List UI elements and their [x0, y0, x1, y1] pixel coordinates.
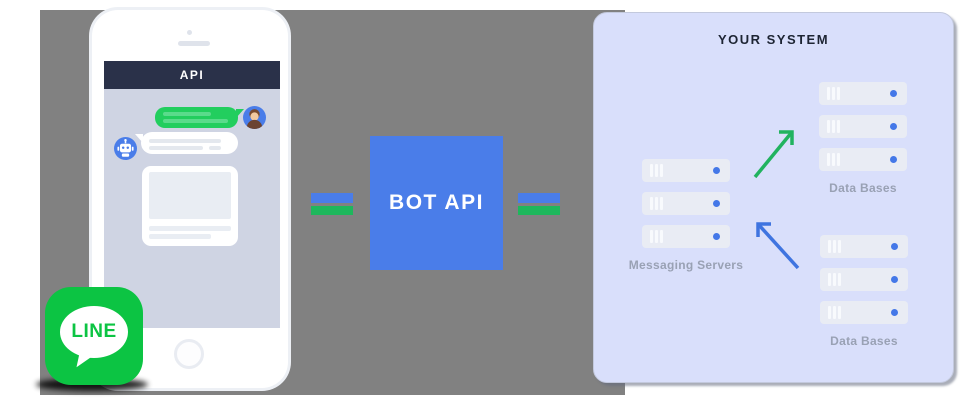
connector-bar-green: [311, 206, 353, 215]
line-speech-bubble-icon: LINE: [60, 306, 128, 358]
server-led-icon: [891, 309, 898, 316]
message-card: [142, 166, 238, 246]
phone-header-title: API: [179, 68, 205, 82]
server-item: [819, 148, 907, 171]
server-item: [819, 115, 907, 138]
server-led-icon: [713, 233, 720, 240]
server-led-icon: [713, 167, 720, 174]
line-logo-label: LINE: [71, 321, 117, 342]
server-item: [642, 159, 730, 182]
server-item: [642, 192, 730, 215]
server-group-messaging-servers: Messaging Servers: [629, 159, 743, 272]
server-slots-icon: [650, 230, 663, 243]
robot-icon: [117, 139, 134, 157]
bot-message-bubble: [135, 132, 238, 154]
server-item: [820, 235, 908, 258]
connector-bar-green: [518, 206, 560, 215]
server-item: [819, 82, 907, 105]
your-system-panel: YOUR SYSTEM Data Bases: [593, 12, 954, 383]
text-placeholder-line: [209, 146, 221, 150]
server-slots-icon: [650, 197, 663, 210]
server-led-icon: [890, 90, 897, 97]
server-led-icon: [891, 276, 898, 283]
group-label: Data Bases: [830, 334, 898, 348]
bot-api-label: BOT API: [389, 191, 484, 214]
connector-bar-blue: [311, 193, 353, 203]
phone-header: API: [104, 61, 280, 89]
user-avatar: [243, 106, 266, 129]
server-slots-icon: [827, 120, 840, 133]
server-group-databases-top: Data Bases: [819, 82, 907, 195]
server-slots-icon: [828, 240, 841, 253]
server-led-icon: [713, 200, 720, 207]
bot-api-box: BOT API: [370, 136, 503, 270]
text-placeholder-line: [149, 139, 221, 143]
server-slots-icon: [828, 273, 841, 286]
server-item: [820, 268, 908, 291]
arrow-up-left-icon: [756, 222, 800, 270]
connector-right: [518, 193, 560, 215]
server-slots-icon: [827, 153, 840, 166]
user-message-bubble: [155, 107, 244, 128]
server-group-databases-bottom: Data Bases: [820, 235, 908, 348]
camera-dot-icon: [187, 30, 192, 35]
server-slots-icon: [827, 87, 840, 100]
arrow-up-right-icon: [753, 130, 794, 179]
line-logo: LINE: [45, 287, 143, 385]
person-icon: [246, 109, 263, 129]
connector-left: [311, 193, 353, 215]
server-slots-icon: [828, 306, 841, 319]
card-image-placeholder: [149, 172, 231, 219]
speaker-bar-icon: [178, 41, 210, 46]
server-item: [642, 225, 730, 248]
server-slots-icon: [650, 164, 663, 177]
text-placeholder-line: [149, 226, 231, 231]
chat-area: [104, 89, 280, 328]
phone-mockup: API: [92, 10, 288, 388]
bot-avatar: [114, 137, 137, 160]
server-led-icon: [891, 243, 898, 250]
text-placeholder-line: [163, 119, 228, 123]
server-led-icon: [890, 156, 897, 163]
home-button: [174, 339, 204, 369]
server-led-icon: [890, 123, 897, 130]
group-label: Messaging Servers: [628, 258, 744, 272]
server-item: [820, 301, 908, 324]
text-placeholder-line: [163, 112, 211, 116]
text-placeholder-line: [149, 146, 203, 150]
connector-bar-blue: [518, 193, 560, 203]
panel-title: YOUR SYSTEM: [717, 32, 830, 47]
text-placeholder-line: [149, 234, 211, 239]
group-label: Data Bases: [829, 181, 897, 195]
